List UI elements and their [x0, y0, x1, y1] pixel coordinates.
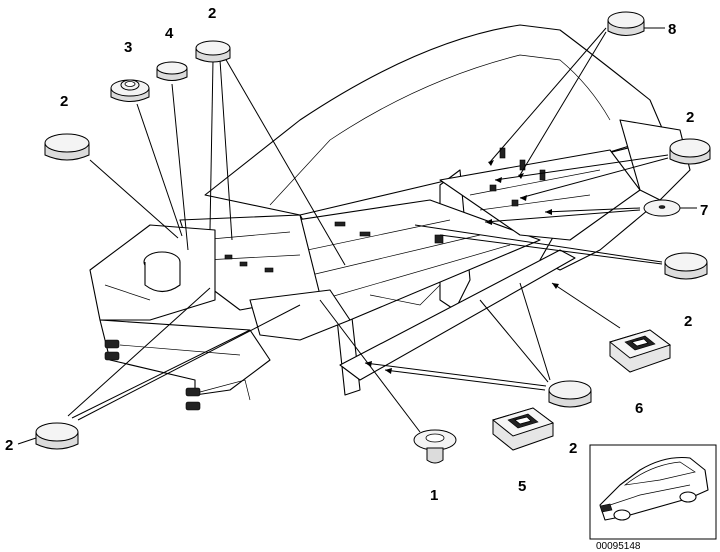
cover-6-icon [608, 329, 672, 373]
callout-6: 6 [635, 400, 643, 417]
plug-4-icon [156, 61, 188, 81]
plug-2-left-top-icon [44, 133, 90, 161]
callout-2-left-top: 2 [60, 93, 68, 110]
plug-2-right-top-icon [669, 138, 711, 165]
plug-2-left-bottom-icon [35, 422, 79, 450]
plug-2-right-mid-icon [664, 252, 708, 280]
plug-2-top-icon [195, 40, 231, 63]
grommet-1-icon [413, 429, 457, 464]
callout-2-bottom: 2 [569, 440, 577, 457]
callout-3: 3 [124, 39, 132, 56]
leader-lines [67, 27, 669, 433]
document-number: 00095148 [596, 541, 641, 552]
callout-2-left-bottom: 2 [5, 437, 13, 454]
inset-car-thumbnail [589, 444, 717, 540]
car-body-shell [89, 24, 691, 411]
arrowheads [365, 160, 559, 374]
grommet-7-icon [643, 199, 681, 217]
callout-2-right-top: 2 [686, 109, 694, 126]
cover-5-icon [491, 407, 555, 451]
plug-8-icon [607, 11, 645, 36]
callout-2-top: 2 [208, 5, 216, 22]
callout-2-right-mid: 2 [684, 313, 692, 330]
callout-labels: 2 3 4 8 2 2 7 2 6 2 1 5 2 [5, 5, 708, 504]
plug-2-bottom-icon [548, 380, 592, 408]
callout-1: 1 [430, 487, 438, 504]
grommet-3-icon [110, 79, 150, 102]
callout-5: 5 [518, 478, 526, 495]
callout-4: 4 [165, 25, 174, 42]
callout-8: 8 [668, 21, 676, 38]
callout-7: 7 [700, 202, 708, 219]
